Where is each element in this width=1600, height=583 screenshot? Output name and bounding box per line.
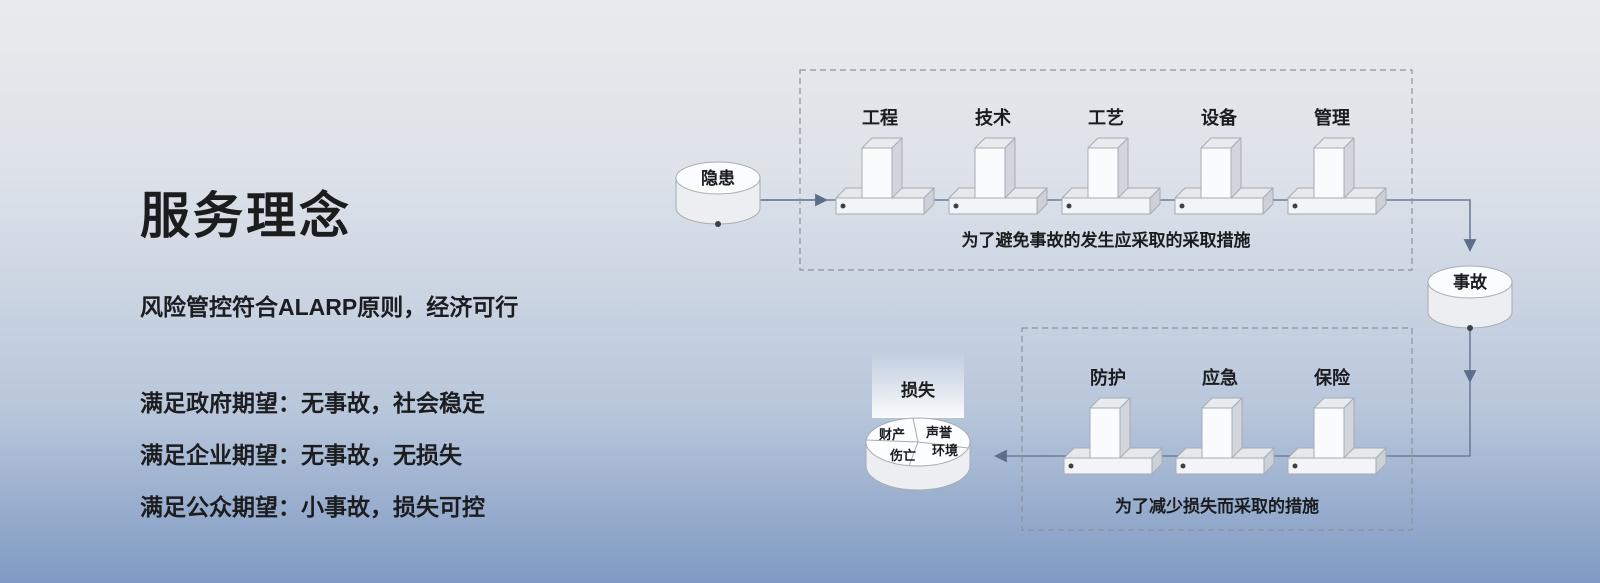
accident-label: 事故 xyxy=(1453,272,1488,292)
barrier-label-insurance: 保险 xyxy=(1313,367,1351,388)
barrier-label-equipment: 设备 xyxy=(1201,107,1238,128)
loss-segment-labels: 财产 声誉 伤亡 环境 xyxy=(879,425,958,463)
barrier-block xyxy=(1287,137,1387,215)
loss-glow xyxy=(872,352,964,418)
loss-segment-casualty: 伤亡 xyxy=(889,448,916,463)
barrier-label-protection: 防护 xyxy=(1090,367,1126,388)
text-panel: 服务理念 风险管控符合ALARP原则，经济可行 满足政府期望：无事故，社会稳定 … xyxy=(140,176,518,540)
loss-node: 损失 财产 声誉 伤亡 环境 xyxy=(865,352,971,491)
loss-segment-property: 财产 xyxy=(879,427,905,442)
mitigation-barriers: 防护 应急 保险 xyxy=(1063,367,1387,475)
expectation-public: 满足公众期望：小事故，损失可控 xyxy=(140,494,485,520)
barrier-block xyxy=(835,137,935,215)
loss-segment-reputation: 声誉 xyxy=(925,425,953,440)
pie-slice-lines xyxy=(865,417,969,467)
barrier-block xyxy=(1175,397,1275,475)
prevention-group-box xyxy=(799,69,1413,271)
expectation-government: 满足政府期望：无事故，社会稳定 xyxy=(140,390,485,416)
prevention-barriers: 工程 技术 工艺 设备 管理 xyxy=(835,107,1387,215)
barrier-label-emergency: 应急 xyxy=(1202,367,1238,388)
expectations-list: 满足政府期望：无事故，社会稳定 满足企业期望：无事故，无损失 满足公众期望：小事… xyxy=(140,384,518,522)
mitigation-caption: 为了减少损失而采取的措施 xyxy=(1115,496,1319,516)
barrier-label-management: 管理 xyxy=(1314,107,1350,128)
alarp-subtitle: 风险管控符合ALARP原则，经济可行 xyxy=(140,294,519,320)
barrier-block xyxy=(1287,397,1387,475)
barrier-label-technology: 技术 xyxy=(975,107,1011,128)
prevention-caption: 为了避免事故的发生应采取的采取措施 xyxy=(962,230,1251,250)
barrier-label-engineering: 工程 xyxy=(862,108,898,128)
page-title: 服务理念 xyxy=(140,188,352,244)
barrier-block xyxy=(948,137,1048,215)
hazard-label: 隐患 xyxy=(701,168,735,188)
loss-segment-environment: 环境 xyxy=(932,443,958,458)
loss-label: 损失 xyxy=(901,380,936,400)
expectation-enterprise: 满足企业期望：无事故，无损失 xyxy=(140,442,462,468)
barrier-label-process: 工艺 xyxy=(1088,107,1124,128)
barrier-block xyxy=(1063,397,1163,475)
barrier-block xyxy=(1061,137,1161,215)
mitigation-group-box xyxy=(1021,327,1413,531)
barrier-block xyxy=(1174,137,1274,215)
